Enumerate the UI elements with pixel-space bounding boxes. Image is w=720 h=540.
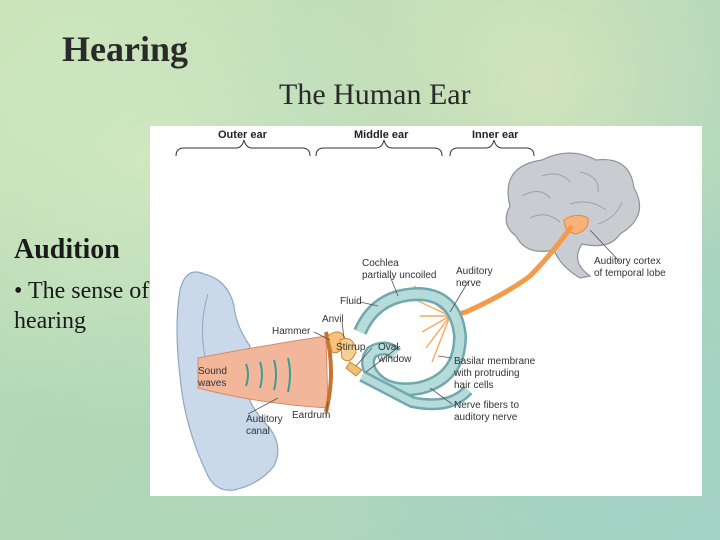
outer-ear-bracket [175, 139, 311, 157]
label-sound-sub: waves [197, 378, 226, 389]
label-basilar-sub2: hair cells [454, 380, 493, 391]
label-auditory-cortex: Auditory cortex [594, 256, 661, 267]
label-auditory-cortex-sub: of temporal lobe [594, 268, 666, 279]
inner-ear-header: Inner ear [472, 129, 519, 141]
label-cochlea: Cochlea [362, 258, 399, 269]
label-nerve-fibers: Nerve fibers to [454, 400, 519, 411]
ear-diagram: Outer ear Middle ear Inner ear [150, 126, 702, 496]
label-sound: Sound [198, 366, 227, 377]
outer-ear-header: Outer ear [218, 129, 268, 141]
label-auditory-canal: Auditory [246, 414, 283, 425]
anvil-bone [339, 338, 357, 362]
label-anvil: Anvil [322, 314, 344, 325]
sound-waves [245, 357, 291, 393]
label-oval: Oval [378, 342, 399, 353]
label-auditory-nerve-sub: nerve [456, 278, 481, 289]
auditory-nerve [449, 224, 575, 319]
slide-subtitle: The Human Ear [279, 78, 471, 111]
label-oval-sub: window [377, 354, 412, 365]
ear-diagram-svg: Outer ear Middle ear Inner ear [175, 129, 666, 491]
section-brackets [175, 139, 535, 157]
inner-ear-bracket [449, 139, 535, 157]
middle-ear-bracket [315, 139, 443, 157]
label-stirrup: Stirrup [336, 342, 366, 353]
middle-ear-header: Middle ear [354, 129, 409, 141]
label-leader-lines [247, 229, 621, 419]
label-auditory-canal-sub: canal [246, 426, 270, 437]
slide-title: Hearing [62, 29, 188, 69]
nerve-fibers [413, 285, 451, 363]
label-hammer: Hammer [272, 326, 311, 337]
label-auditory-nerve: Auditory [456, 266, 493, 277]
section-heading: Audition [14, 234, 120, 265]
label-cochlea-sub: partially uncoiled [362, 270, 437, 281]
label-nerve-fibers-sub: auditory nerve [454, 412, 518, 423]
bullet-text: • The sense of hearing [14, 278, 150, 334]
label-basilar-sub1: with protruding [453, 368, 520, 379]
label-eardrum: Eardrum [292, 410, 330, 421]
stirrup-bone [345, 361, 363, 377]
label-fluid: Fluid [340, 296, 362, 307]
label-basilar: Basilar membrane [454, 356, 536, 367]
